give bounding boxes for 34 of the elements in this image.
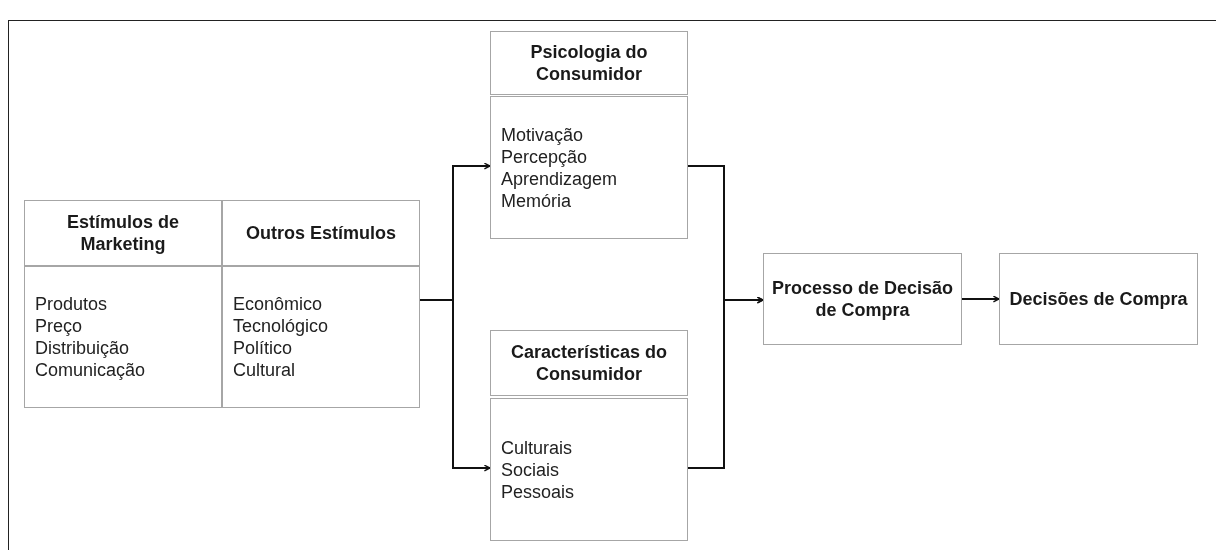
heading-box: [222, 200, 420, 266]
heading-box: [24, 200, 222, 266]
heading-box: [490, 31, 688, 95]
list-item: Preço: [35, 315, 83, 337]
list-box: [222, 266, 420, 408]
list-item: Pessoais: [501, 480, 575, 503]
heading-text: Decisões de Compra: [1009, 288, 1188, 310]
arrow: [419, 299, 491, 472]
heading-box: [763, 253, 962, 345]
list-item: Percepção: [501, 145, 588, 168]
heading-text: Outros Estímulos: [246, 222, 396, 244]
list-item: Tecnológico: [233, 315, 329, 337]
heading-text: Estímulos de Marketing: [66, 211, 180, 255]
heading-box: [490, 330, 688, 396]
list-box: [490, 398, 688, 541]
list-item: Memória: [501, 189, 571, 212]
list-item: Culturais: [501, 436, 573, 459]
heading-text: Processo de Decisão de Compra: [770, 277, 955, 321]
arrow: [961, 295, 1000, 303]
list-box: [490, 96, 688, 239]
list-item: Aprendizagem: [501, 167, 618, 190]
list-item: Político: [233, 337, 293, 359]
list-item: Sociais: [501, 458, 560, 481]
list-item: Distribuição: [35, 337, 130, 359]
list-item: Cultural: [233, 359, 296, 381]
heading-text: Características do Consumidor: [509, 341, 669, 385]
list-item: Motivação: [501, 123, 584, 146]
list-box: [24, 266, 222, 408]
list-item: Comunicação: [35, 359, 146, 381]
heading-box: [999, 253, 1198, 345]
list-item: Produtos: [35, 293, 108, 315]
list-item: Econômico: [233, 293, 323, 315]
heading-text: Psicologia do Consumidor: [529, 41, 649, 85]
arrow: [687, 296, 764, 469]
